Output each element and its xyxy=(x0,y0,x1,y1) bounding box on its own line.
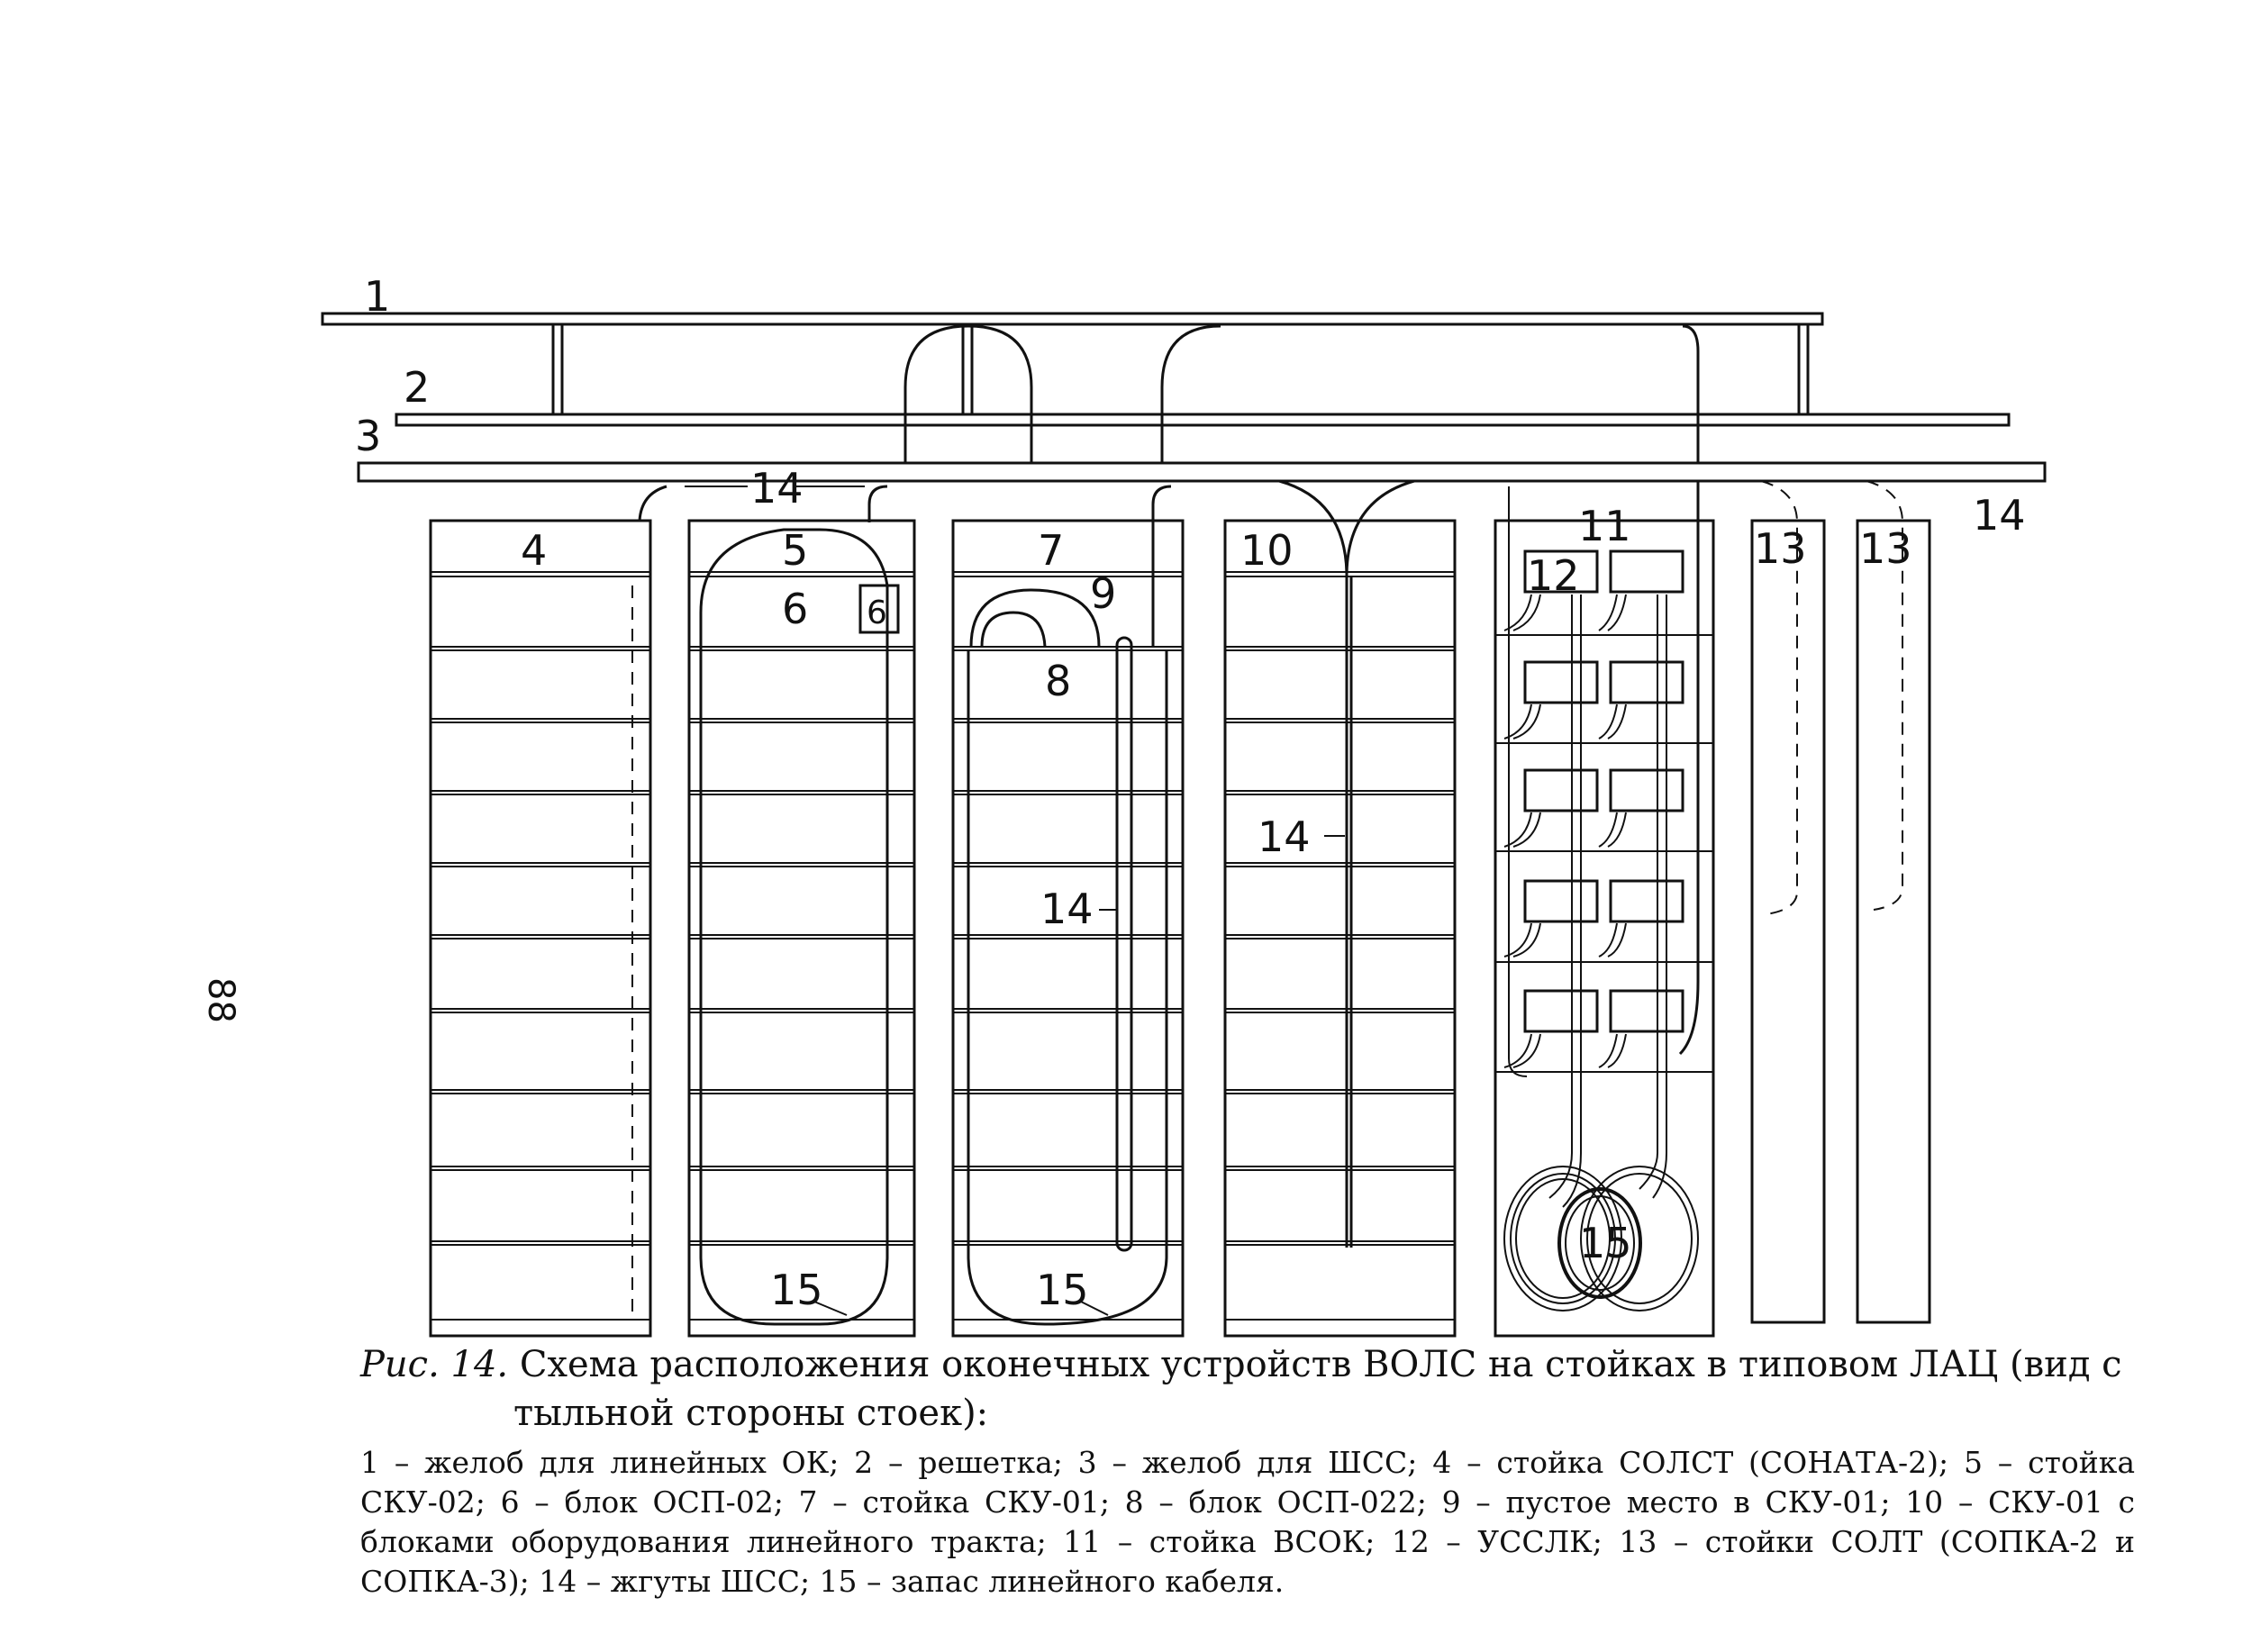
bundle-7 xyxy=(1115,636,1133,1252)
rack-11 xyxy=(1494,486,1715,1338)
label-10: 10 xyxy=(1240,526,1294,575)
tray-2 xyxy=(395,413,2011,427)
label-2: 2 xyxy=(404,363,430,412)
caption-title-line-2: тыльной стороны стоек): xyxy=(513,1393,989,1434)
label-8: 8 xyxy=(1045,657,1071,705)
cable-coils-15 xyxy=(1503,1166,1699,1312)
page-number: 88 xyxy=(200,977,241,1023)
empty-slot-9 xyxy=(969,588,1101,648)
rack-5 xyxy=(687,485,916,1338)
label-7: 7 xyxy=(1038,526,1064,575)
label-15-rack5: 15 xyxy=(770,1266,823,1314)
label-1: 1 xyxy=(364,272,390,321)
caption-legend: 1 – желоб для линейных ОК; 2 – решетка; … xyxy=(360,1445,2135,1599)
label-3: 3 xyxy=(355,412,381,460)
label-13a: 13 xyxy=(1754,524,1807,573)
cable-loop-7 xyxy=(967,650,1168,1326)
label-15-rack11: 15 xyxy=(1579,1219,1632,1267)
label-12: 12 xyxy=(1527,551,1580,600)
rack-7 xyxy=(951,485,1185,1338)
label-9: 9 xyxy=(1090,569,1116,618)
label-11: 11 xyxy=(1578,502,1631,550)
block-6-mark: 6 xyxy=(867,595,887,631)
cable-loop-5 xyxy=(699,528,889,1326)
tray-supports xyxy=(551,324,1810,414)
label-15-rack7: 15 xyxy=(1036,1266,1089,1314)
rack-10 xyxy=(1223,479,1457,1338)
cable-arches xyxy=(903,324,1700,1056)
figure-number: Рис. 14. xyxy=(360,1344,509,1385)
label-14-top: 14 xyxy=(750,464,804,513)
rack-13a xyxy=(1750,480,1826,1324)
tray-1 xyxy=(321,312,1824,326)
tray-3 xyxy=(357,461,2047,483)
label-6: 6 xyxy=(782,585,808,633)
block-6 xyxy=(858,584,900,634)
rack-4 xyxy=(429,485,667,1338)
figure-caption: Рис. 14. Схема расположения оконечных ус… xyxy=(360,1340,2135,1602)
rack-13b xyxy=(1856,480,1931,1324)
label-14-right: 14 xyxy=(1973,491,2026,540)
caption-title: Рис. 14. Схема расположения оконечных ус… xyxy=(360,1340,2135,1438)
label-5: 5 xyxy=(782,526,808,575)
label-14-rack10: 14 xyxy=(1258,812,1311,861)
label-4: 4 xyxy=(521,526,547,575)
label-13b: 13 xyxy=(1859,524,1912,573)
caption-title-line-1: Схема расположения оконечных устройств В… xyxy=(519,1344,2122,1385)
units-12 xyxy=(1523,549,1684,1033)
label-14-rack7: 14 xyxy=(1040,885,1094,933)
